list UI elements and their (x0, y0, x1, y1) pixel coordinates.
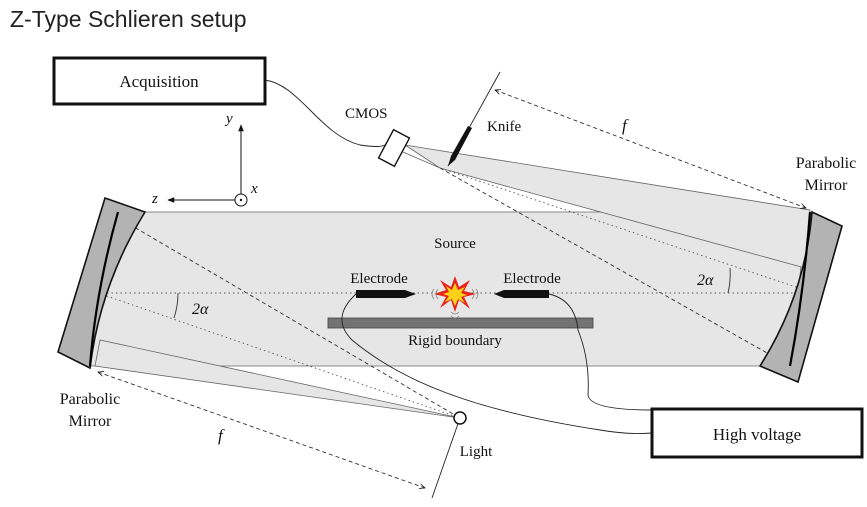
electrode-right (494, 290, 549, 298)
shockwave-marks (431, 288, 479, 319)
cmos-to-focus-line (402, 151, 441, 169)
wire-right-electrode (548, 293, 653, 411)
knife-label: Knife (487, 119, 521, 135)
dashed-ray-1 (104, 209, 461, 419)
angle-arc-right (727, 267, 731, 294)
light-axis (431, 417, 461, 499)
light-source-icon (453, 411, 467, 425)
axis-z-label: z (151, 191, 158, 207)
focal-length-arrow-bottom (98, 372, 425, 488)
electrode-left (356, 290, 416, 298)
coordinate-axes (167, 124, 248, 207)
cmos-camera (377, 128, 411, 168)
angle-label-left: 2α (192, 301, 209, 318)
axis-y-label: y (224, 111, 233, 127)
angle-label-right: 2α (697, 272, 714, 289)
mirror-right-label-line1: Parabolic (796, 155, 856, 172)
mirror-left-label-line2: Mirror (69, 413, 112, 430)
mirror-right-label-line2: Mirror (805, 177, 848, 194)
acquisition-label: Acquisition (119, 72, 199, 91)
wire-left-electrode (341, 293, 653, 435)
high-voltage-box (650, 407, 864, 459)
angle-arc-left (173, 292, 179, 319)
high-voltage-label: High voltage (713, 425, 801, 444)
dotted-ray-left (97, 292, 461, 419)
left-mirror-reflective-surface (88, 211, 120, 367)
focal-length-label-bottom: f (218, 426, 225, 445)
rigid-boundary-plate (327, 317, 594, 329)
light-label: Light (460, 444, 493, 460)
right-mirror-reflective-surface (788, 211, 812, 367)
focal-length-label-top: f (622, 116, 629, 135)
acquisition-box (52, 56, 267, 106)
cmos-label: CMOS (345, 106, 388, 122)
source-label: Source (434, 236, 476, 252)
diagram-title: Z-Type Schlieren setup (10, 6, 247, 32)
rigid-boundary-label: Rigid boundary (408, 333, 502, 349)
spark-icon (434, 276, 476, 312)
knife-edge-icon (448, 126, 472, 166)
mirror-left-label-line1: Parabolic (60, 391, 120, 408)
electrode-right-label: Electrode (503, 271, 561, 287)
electrode-left-label: Electrode (350, 271, 408, 287)
wire-acquisition-cmos (264, 79, 386, 147)
axis-x-label: x (250, 181, 258, 197)
